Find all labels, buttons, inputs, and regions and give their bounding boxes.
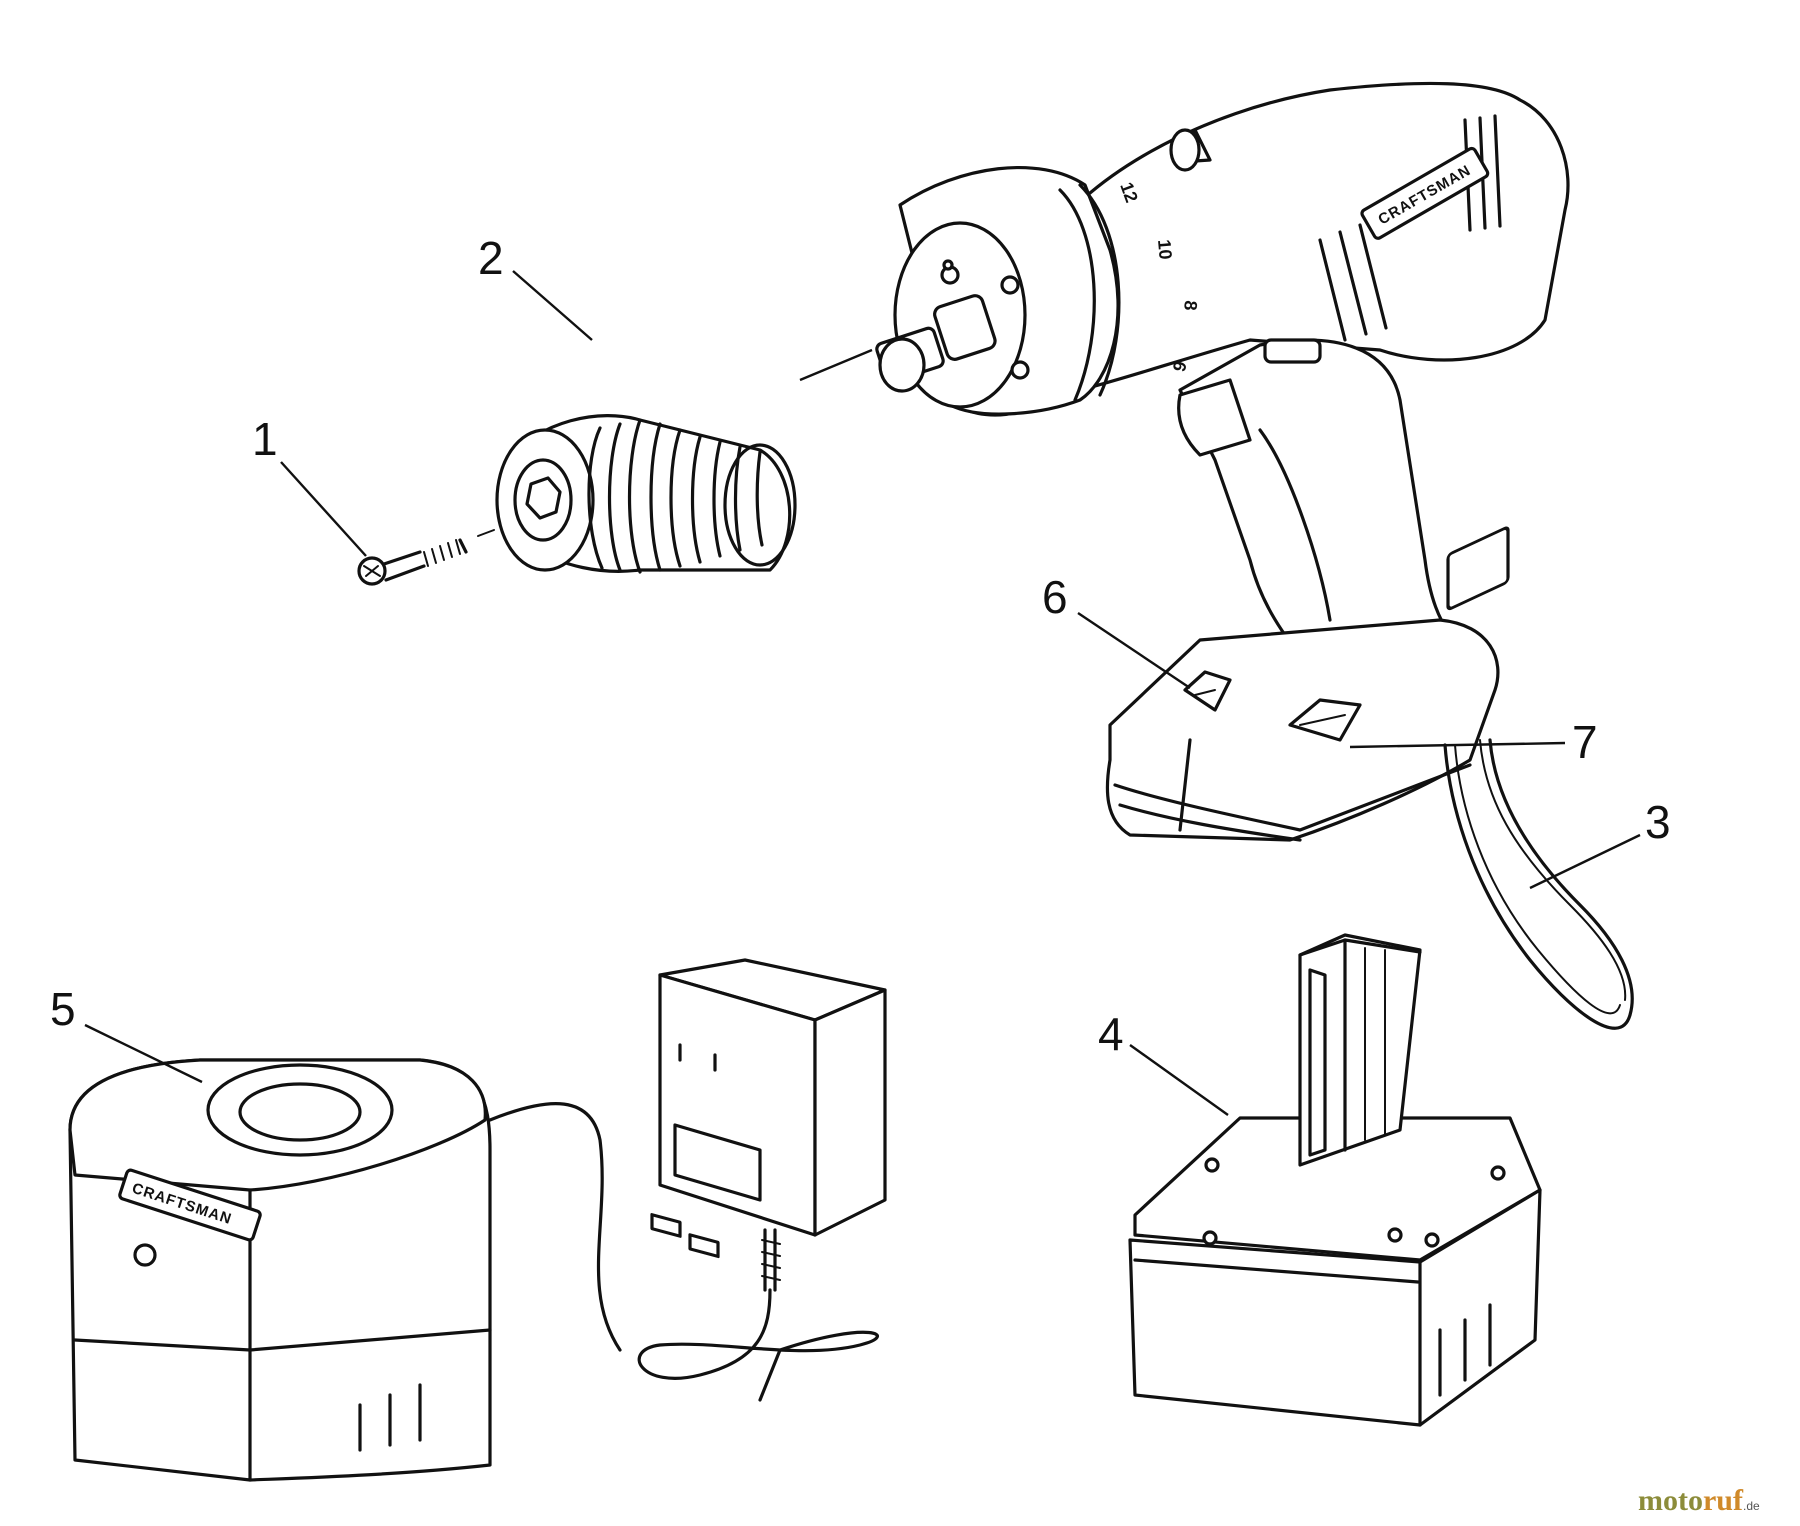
- charger-base-part: CRAFTSMAN: [68, 1058, 492, 1482]
- watermark-suffix: .de: [1743, 1499, 1760, 1513]
- callout-6: 6: [1042, 571, 1068, 623]
- chuck-part: [495, 414, 797, 574]
- svg-text:motoruf.de: motoruf.de: [1638, 1484, 1760, 1517]
- screw-part: [357, 529, 495, 586]
- watermark-part2: ruf: [1703, 1484, 1744, 1517]
- transformer-part: [488, 958, 887, 1402]
- callout-1: 1: [252, 413, 278, 465]
- battery-part: [1128, 526, 1542, 1427]
- torque-dial-10: 10: [1154, 239, 1176, 261]
- callout-3: 3: [1645, 796, 1671, 848]
- torque-dial-6: 6: [1169, 359, 1191, 374]
- callout-labels: 1 2 3 4 5 6 7: [50, 232, 1671, 1060]
- wrist-strap-part: [1443, 738, 1634, 1030]
- callout-2: 2: [478, 232, 504, 284]
- watermark: motoruf.de: [1638, 1484, 1760, 1517]
- callout-4: 4: [1098, 1008, 1124, 1060]
- drill-body: 12 10 8 6 CRAFTSMAN: [875, 81, 1570, 842]
- leader-lines: [84, 270, 1641, 1116]
- torque-dial-8: 8: [1180, 300, 1201, 312]
- watermark-part1: moto: [1638, 1484, 1703, 1517]
- callout-5: 5: [50, 983, 76, 1035]
- callout-7: 7: [1572, 716, 1598, 768]
